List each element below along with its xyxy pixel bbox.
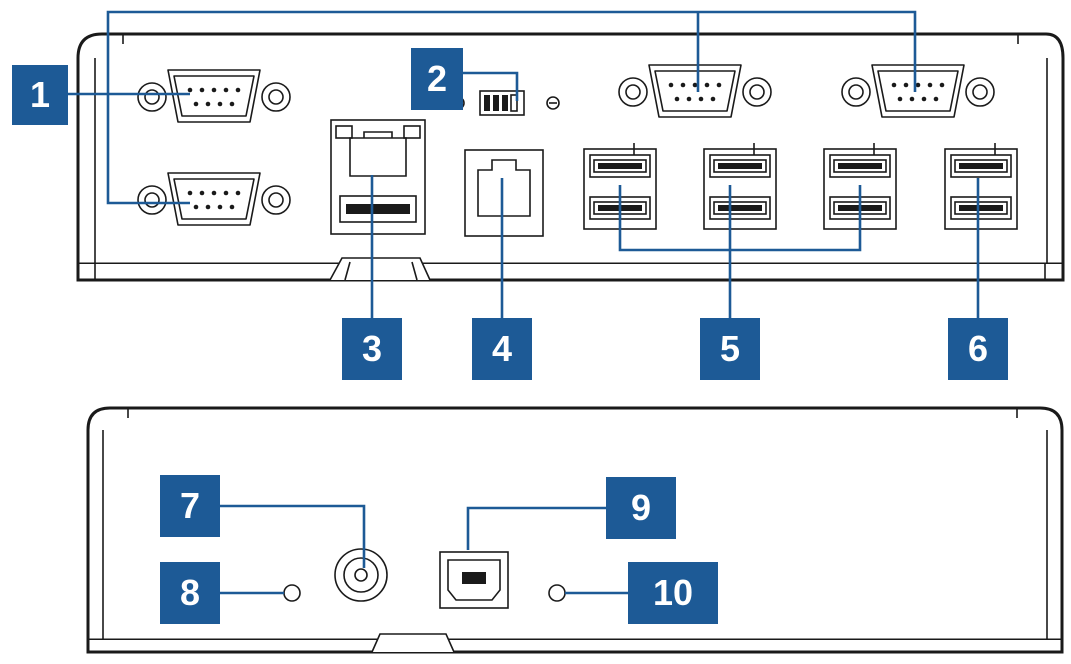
front-panel-foot (371, 633, 455, 653)
power-jack-icon (334, 548, 388, 602)
rj-port-icon (464, 149, 544, 237)
callout-6: 6 (948, 318, 1008, 380)
panel-base (76, 264, 1065, 282)
front-panel (86, 406, 1064, 654)
callout-1: 1 (12, 65, 68, 125)
rear-io-panel (64, 10, 1065, 318)
panel-foot (329, 257, 431, 281)
front-panel-base (86, 640, 1064, 654)
leader-lines-top (64, 10, 980, 318)
callout-5: 5 (700, 318, 760, 380)
callout-8: 8 (160, 562, 220, 624)
callout-7: 7 (160, 475, 220, 537)
callout-9: 9 (606, 477, 676, 539)
callout-3: 3 (342, 318, 402, 380)
dual-usb-port-icon (703, 142, 777, 230)
dual-usb-port-icon (944, 142, 1018, 230)
front-panel-outline (86, 406, 1064, 642)
callout-2: 2 (411, 48, 463, 110)
lan-usb-combo-icon (330, 119, 426, 235)
panel-outline (76, 32, 1065, 266)
usb-b-port-icon (439, 551, 509, 609)
indicator-led-icon (548, 584, 566, 602)
callout-10: 10 (628, 562, 718, 624)
callout-4: 4 (472, 318, 532, 380)
indicator-led-icon (283, 584, 301, 602)
leader-lines-bottom (220, 504, 628, 595)
